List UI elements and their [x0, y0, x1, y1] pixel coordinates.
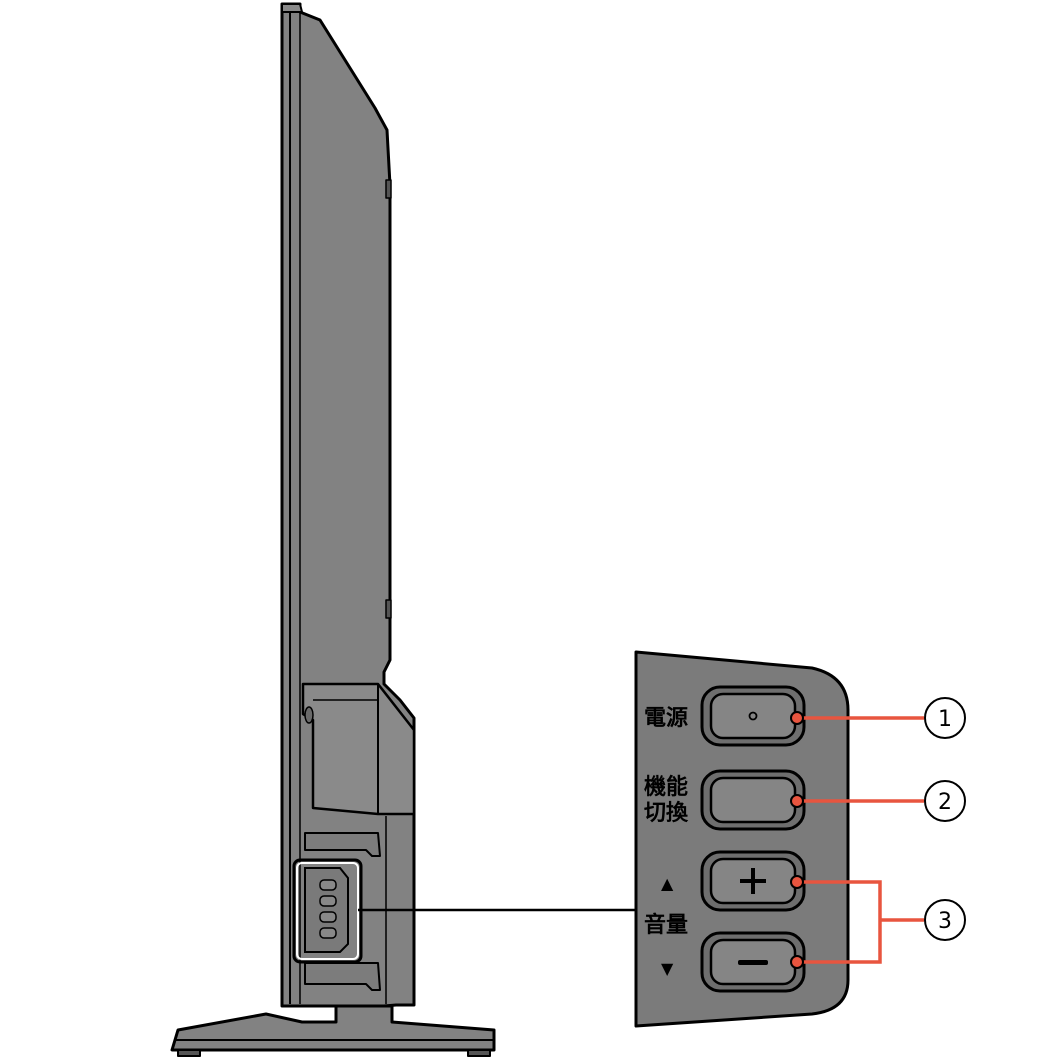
tv-stand: [170, 1004, 496, 1057]
svg-text:1: 1: [938, 707, 952, 732]
svg-text:3: 3: [938, 909, 952, 934]
button-cluster-highlight: [292, 858, 363, 964]
power-icon: [748, 711, 758, 721]
callout-2: 2: [924, 780, 966, 822]
volume-up-button[interactable]: [700, 850, 806, 912]
control-panel-zoom: 電源 機能 切換 ▲ 音量 ▼: [634, 650, 850, 1028]
volume-down-button[interactable]: [700, 931, 806, 993]
function-label-line2: 切換: [644, 800, 689, 826]
minus-icon: [738, 960, 768, 965]
volume-up-arrow: ▲: [661, 874, 674, 893]
function-switch-button[interactable]: [700, 769, 806, 831]
callout-3: 3: [924, 899, 966, 941]
function-label-line1: 機能: [644, 774, 688, 800]
callout-dots: [790, 711, 804, 969]
tv-side-profile: [280, 2, 416, 1008]
callout-lines: [797, 716, 924, 964]
svg-text:2: 2: [938, 790, 952, 815]
power-label: 電源: [644, 706, 688, 731]
volume-label: 音量: [644, 912, 688, 938]
plus-icon: [740, 868, 766, 894]
tv-body: [280, 2, 416, 1008]
power-button[interactable]: [700, 685, 806, 747]
callout-1: 1: [924, 697, 966, 739]
volume-down-arrow: ▼: [661, 959, 674, 978]
